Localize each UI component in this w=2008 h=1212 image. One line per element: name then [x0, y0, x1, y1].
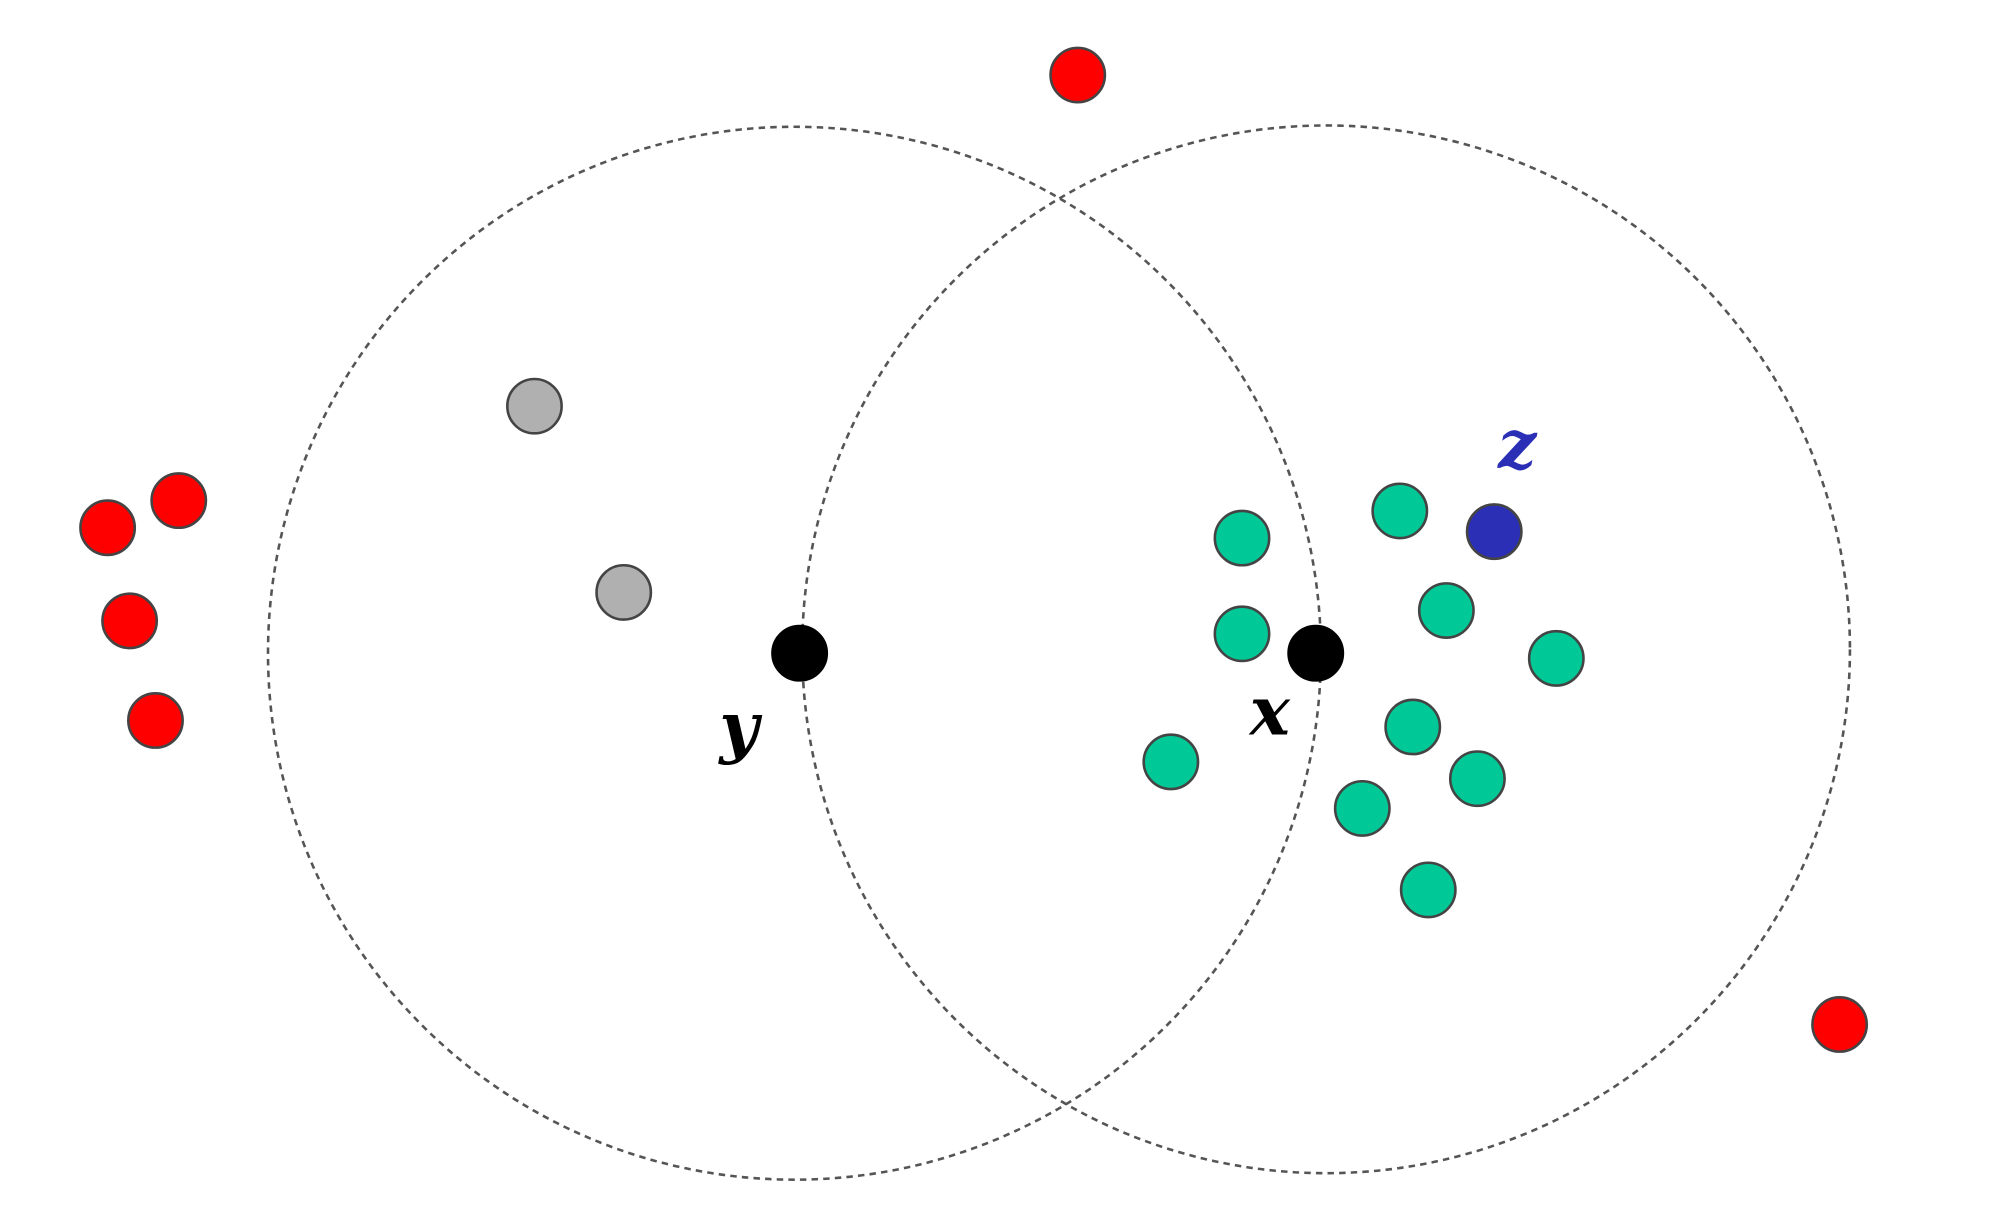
red-point: [101, 592, 159, 650]
red-point: [127, 692, 184, 749]
grey-point: [506, 377, 563, 435]
red-point: [1049, 46, 1107, 104]
grey-point: [595, 563, 653, 621]
red-point: [1811, 995, 1869, 1053]
teal-point: [1399, 861, 1457, 919]
black-point: [1287, 624, 1345, 682]
teal-point: [1142, 733, 1200, 791]
teal-point: [1213, 509, 1271, 567]
teal-point: [1213, 605, 1271, 663]
teal-point: [1333, 779, 1391, 837]
teal-point: [1448, 750, 1506, 808]
red-point: [79, 499, 137, 557]
label-x: x: [1248, 672, 1291, 751]
teal-point: [1371, 482, 1429, 540]
red-point: [150, 472, 208, 530]
teal-point: [1384, 698, 1442, 756]
teal-point: [1527, 629, 1585, 687]
teal-point: [1417, 582, 1475, 639]
label-z: z: [1497, 405, 1538, 484]
black-point: [771, 624, 829, 682]
label-y: y: [717, 687, 762, 766]
blue-point: [1465, 503, 1523, 561]
